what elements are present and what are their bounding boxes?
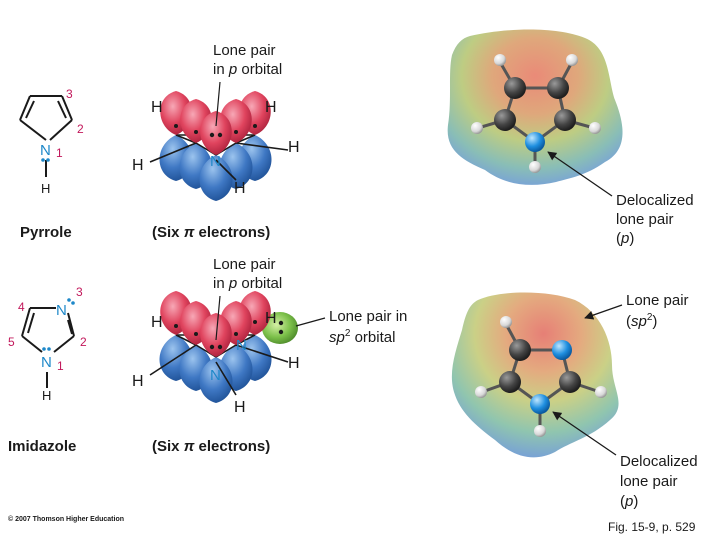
imidazole-electrostatic-map: [451, 292, 619, 458]
imidazole-position-1: 1: [57, 359, 64, 373]
imidazole-map-arrow: [552, 411, 617, 456]
imidazole-map-label-line2: lone pair: [620, 473, 678, 490]
imidazole-n3-label: N: [56, 302, 67, 319]
pyrrole-map-label-line3: (p): [616, 230, 634, 247]
imidazole-n3-lone-pair-dot: [71, 301, 75, 305]
orbital-h-label: H: [234, 180, 246, 197]
pyrrole-n-label: N: [40, 142, 51, 159]
pyrrole-position-2: 2: [77, 122, 84, 136]
imidazole-position-4: 4: [18, 300, 25, 314]
figure-caption: Fig. 15-9, p. 529: [608, 520, 696, 534]
pyrrole-map-arrow: [547, 151, 613, 197]
pyrrole-electron-count: (Six π electrons): [152, 224, 270, 241]
imidazole-n1-lone-pair-dot: [42, 347, 46, 351]
pyrrole-lone-pair-label-line2: in p orbital: [213, 61, 282, 78]
pyrrole-lone-pair-pointer: [215, 81, 221, 127]
imidazole-name: Imidazole: [8, 438, 76, 455]
orbital-h-label: H: [132, 373, 144, 390]
pyrrole-lone-pair-dot: [41, 158, 45, 162]
pyrrole-map-label-line2: lone pair: [616, 211, 674, 228]
sp2-lone-pair-label-line1: Lone pair in: [329, 308, 407, 325]
copyright-notice: © 2007 Thomson Higher Education: [8, 515, 124, 523]
imidazole-sp2-map-arrow: [584, 304, 623, 320]
imidazole-n1-label: N: [41, 354, 52, 371]
orbital-n1-label: N: [210, 367, 221, 384]
imidazole-map-label-line1: Delocalized: [620, 453, 698, 470]
pyrrole-position-1: 1: [56, 146, 63, 160]
pyrrole-name: Pyrrole: [20, 224, 72, 241]
orbital-h-label: H: [151, 99, 163, 116]
imidazole-map-sp2-label-line1: Lone pair: [626, 292, 689, 309]
orbital-h-label: H: [265, 310, 277, 327]
imidazole-h-label: H: [42, 388, 51, 403]
pyrrole-structure: N 1 2 3 H: [19, 87, 84, 196]
pyrrole-orbital-diagram: N H H H H H: [132, 91, 300, 201]
imidazole-position-2: 2: [80, 335, 87, 349]
orbital-n3-label: N: [236, 337, 247, 354]
orbital-h-label: H: [265, 99, 277, 116]
imidazole-position-3: 3: [76, 285, 83, 299]
imidazole-lone-pair-pointer: [215, 295, 221, 341]
imidazole-electron-count: (Six π electrons): [152, 438, 270, 455]
imidazole-map-sp2-label-line2: (sp2): [626, 312, 657, 330]
imidazole-structure: N N 1 2 3 4 5 H: [8, 285, 87, 403]
sp2-lone-pair-pointer: [295, 317, 326, 327]
orbital-n-label: N: [210, 153, 221, 170]
orbital-h-label: H: [234, 399, 246, 416]
imidazole-lone-pair-label-line1: Lone pair: [213, 256, 276, 273]
imidazole-orbital-diagram: N N H H H H H: [132, 291, 300, 416]
orbital-h-label: H: [132, 157, 144, 174]
pyrrole-position-3: 3: [66, 87, 73, 101]
imidazole-lone-pair-label-line2: in p orbital: [213, 275, 282, 292]
orbital-h-label: H: [288, 355, 300, 372]
sp2-lone-pair-label-line2: sp2 orbital: [329, 328, 395, 346]
imidazole-position-5: 5: [8, 335, 15, 349]
imidazole-map-label-line3: (p): [620, 493, 638, 510]
imidazole-n3-lone-pair-dot: [67, 298, 71, 302]
pyrrole-electrostatic-map: [447, 29, 623, 185]
orbital-h-label: H: [151, 314, 163, 331]
pyrrole-map-label-line1: Delocalized: [616, 192, 694, 209]
sp2-lobe: [262, 312, 298, 344]
orbital-h-label: H: [288, 139, 300, 156]
pyrrole-lone-pair-dot: [46, 158, 50, 162]
imidazole-n1-lone-pair-dot: [47, 347, 51, 351]
pyrrole-lone-pair-label-line1: Lone pair: [213, 42, 276, 59]
pyrrole-h-label: H: [41, 181, 50, 196]
